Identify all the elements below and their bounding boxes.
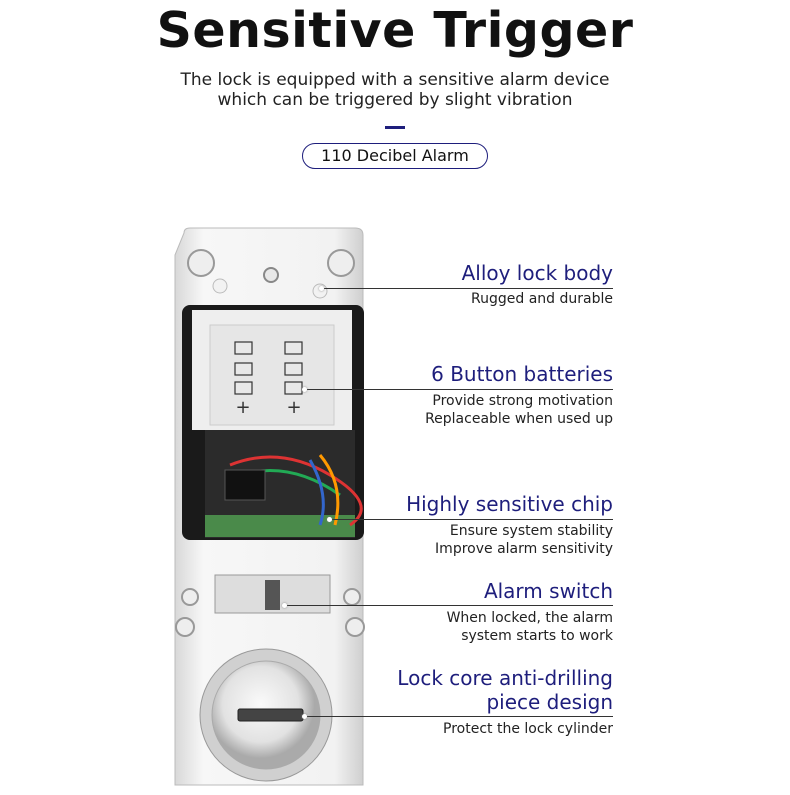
subtitle-line: which can be triggered by slight vibrati… — [217, 90, 573, 110]
subtitle-line: The lock is equipped with a sensitive al… — [180, 70, 610, 90]
callout-text: Ensure system stability — [449, 523, 613, 539]
leader-line — [285, 605, 613, 606]
callout-text: When locked, the alarm — [446, 610, 613, 626]
callout-heading: piece design — [486, 690, 613, 714]
callout-dot — [302, 714, 307, 719]
leader-line — [305, 716, 613, 717]
callout-heading: Alarm switch — [483, 579, 613, 603]
battery-plus-mark: + — [235, 397, 250, 418]
callout-alloy-lock-body: Alloy lock body Rugged and durable — [462, 261, 613, 308]
callout-heading: Alloy lock body — [461, 261, 613, 285]
callout-text: system starts to work — [461, 628, 613, 644]
callout-dot — [327, 517, 332, 522]
callout-button-batteries: 6 Button batteries Provide strong motiva… — [425, 362, 613, 428]
battery-plus-mark: + — [286, 397, 301, 418]
callout-dot — [319, 286, 324, 291]
callout-alarm-switch: Alarm switch When locked, the alarm syst… — [447, 579, 613, 645]
callout-text: Protect the lock cylinder — [443, 721, 613, 737]
page-title: Sensitive Trigger — [156, 2, 634, 59]
callout-text: Rugged and durable — [471, 291, 613, 307]
callout-dot — [282, 603, 287, 608]
callout-text: Provide strong motivation — [432, 393, 613, 409]
divider — [385, 126, 405, 129]
lock-product-image: + + — [174, 227, 365, 786]
callout-sensitive-chip: Highly sensitive chip Ensure system stab… — [406, 492, 613, 558]
alarm-badge: 110 Decibel Alarm — [302, 143, 488, 169]
callout-heading: 6 Button batteries — [431, 362, 613, 386]
callout-text: Improve alarm sensitivity — [435, 541, 613, 557]
callout-dot — [302, 387, 307, 392]
subtitle: The lock is equipped with a sensitive al… — [0, 70, 790, 110]
callout-heading: Lock core anti-drilling — [397, 666, 613, 690]
callout-heading: Highly sensitive chip — [406, 492, 613, 516]
leader-line — [330, 519, 613, 520]
leader-line — [305, 389, 613, 390]
callout-text: Replaceable when used up — [425, 411, 613, 427]
leader-line — [322, 288, 613, 289]
callout-lock-core: Lock core anti-drilling piece design Pro… — [397, 666, 613, 738]
